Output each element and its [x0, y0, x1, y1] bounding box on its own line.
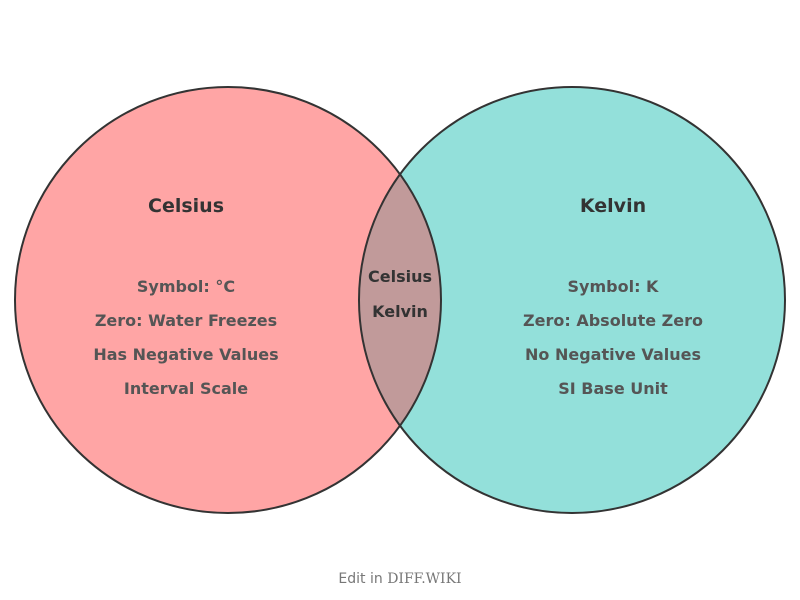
- overlap-label-kelvin: Kelvin: [372, 302, 428, 321]
- celsius-item: Zero: Water Freezes: [95, 311, 277, 330]
- edit-link-prefix: Edit in: [338, 571, 388, 587]
- overlap-label-celsius: Celsius: [368, 267, 432, 286]
- kelvin-item: No Negative Values: [525, 345, 701, 364]
- celsius-item: Symbol: °C: [137, 277, 235, 296]
- celsius-circle-outline: [14, 86, 442, 514]
- celsius-title: Celsius: [148, 195, 224, 217]
- edit-link[interactable]: Edit in DIFF.WIKI: [0, 571, 800, 587]
- kelvin-circle: [359, 87, 785, 513]
- celsius-item: Interval Scale: [124, 379, 248, 398]
- kelvin-circle-outline: [358, 86, 786, 514]
- kelvin-item: Symbol: K: [568, 277, 660, 296]
- kelvin-item: Zero: Absolute Zero: [523, 311, 703, 330]
- celsius-circle: [15, 87, 441, 513]
- edit-link-brand: DIFF.WIKI: [387, 571, 462, 587]
- kelvin-title: Kelvin: [580, 195, 646, 217]
- celsius-item: Has Negative Values: [93, 345, 278, 364]
- kelvin-item: SI Base Unit: [558, 379, 668, 398]
